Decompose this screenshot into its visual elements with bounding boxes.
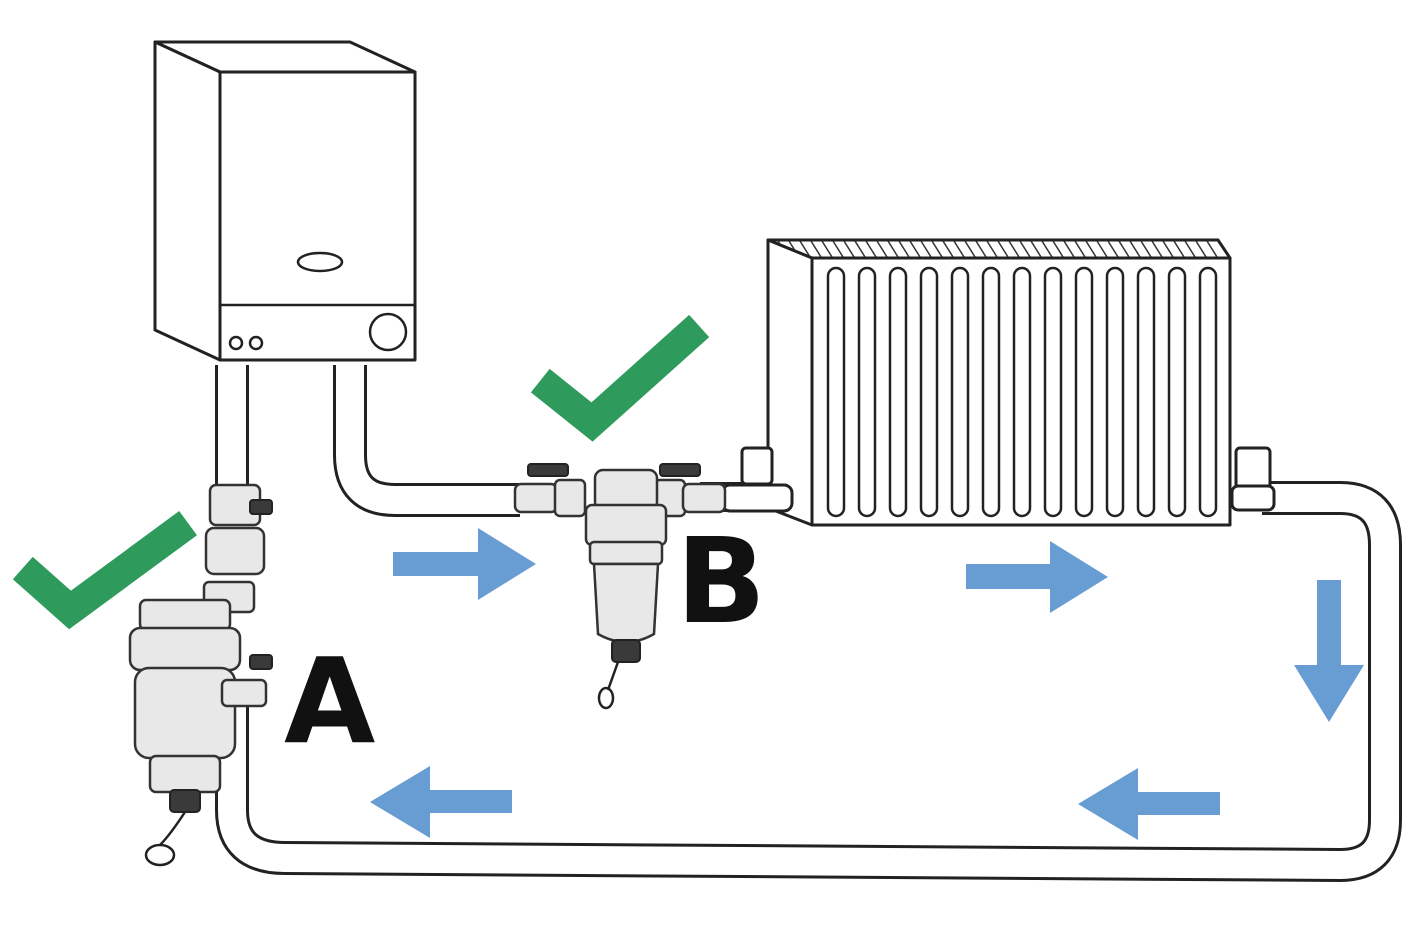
radiator-top-fin <box>997 240 1009 258</box>
radiator-top-fin <box>1129 240 1141 258</box>
radiator-column <box>1167 266 1187 518</box>
flow-arrow-to-radiator <box>966 541 1108 613</box>
radiator-top-fin <box>1184 240 1196 258</box>
flow-arrow-to-filter-b <box>393 528 536 600</box>
magnetic-filter-a <box>128 483 273 867</box>
radiator-top-fin <box>1063 240 1075 258</box>
boiler-button-2 <box>248 335 264 351</box>
radiator-top-fin <box>887 240 899 258</box>
label-a: A <box>284 632 375 770</box>
check-icon-a <box>12 511 197 630</box>
radiator-top-fin <box>931 240 943 258</box>
radiator-column <box>1136 266 1156 518</box>
radiator-top-fin <box>898 240 910 258</box>
radiator-column <box>950 266 970 518</box>
radiator <box>720 238 1276 527</box>
radiator-top-fin <box>843 240 855 258</box>
radiator-column <box>981 266 1001 518</box>
radiator-top-fin <box>832 240 844 258</box>
flow-arrow-return-bottom-right <box>1078 768 1220 840</box>
flow-pipe <box>333 365 520 517</box>
radiator-top-fin <box>810 240 822 258</box>
radiator-top-fin <box>1008 240 1020 258</box>
radiator-top-fin <box>986 240 998 258</box>
radiator-top-fin <box>865 240 877 258</box>
radiator-inlet-valve <box>740 446 774 486</box>
radiator-top-fin <box>799 240 811 258</box>
radiator-top-fin <box>1118 240 1130 258</box>
radiator-top-fin <box>964 240 976 258</box>
radiator-top-fin <box>1052 240 1064 258</box>
flow-arrow-return-down <box>1294 580 1364 722</box>
radiator-top-fin <box>942 240 954 258</box>
radiator-top-fin <box>975 240 987 258</box>
radiator-top-fin <box>1162 240 1174 258</box>
boiler-display <box>296 251 344 273</box>
dirt-separator-b <box>513 463 727 710</box>
radiator-top-fin <box>909 240 921 258</box>
radiator-top-fin <box>920 240 932 258</box>
radiator-column <box>1105 266 1125 518</box>
radiator-column <box>857 266 877 518</box>
radiator-top-fin <box>1085 240 1097 258</box>
radiator-top-fin <box>1151 240 1163 258</box>
radiator-top-fin <box>854 240 866 258</box>
radiator-column <box>888 266 908 518</box>
boiler-pressure-gauge <box>368 312 408 352</box>
boiler-button-1 <box>228 335 244 351</box>
radiator-top-fin <box>821 240 833 258</box>
radiator-top-fin <box>1140 240 1152 258</box>
radiator-column <box>1074 266 1094 518</box>
radiator-column <box>826 266 846 518</box>
radiator-column <box>1198 266 1218 518</box>
radiator-top-fin <box>1074 240 1086 258</box>
radiator-top-fin <box>1206 240 1218 258</box>
label-b: B <box>676 512 766 650</box>
radiator-column <box>919 266 939 518</box>
radiator-top-fin <box>1173 240 1185 258</box>
radiator-top-fin <box>1107 240 1119 258</box>
radiator-top-fin <box>876 240 888 258</box>
radiator-return-valve <box>1234 446 1272 490</box>
radiator-top-fin <box>1096 240 1108 258</box>
radiator-column <box>1012 266 1032 518</box>
radiator-top-fin <box>1030 240 1042 258</box>
radiator-top-fin <box>1019 240 1031 258</box>
flow-arrow-return-bottom-left <box>370 766 512 838</box>
radiator-top-fin <box>953 240 965 258</box>
boiler <box>153 40 417 362</box>
radiator-column <box>1043 266 1063 518</box>
radiator-top-fin <box>1041 240 1053 258</box>
check-icon-b <box>530 314 710 442</box>
radiator-top-fin <box>1195 240 1207 258</box>
